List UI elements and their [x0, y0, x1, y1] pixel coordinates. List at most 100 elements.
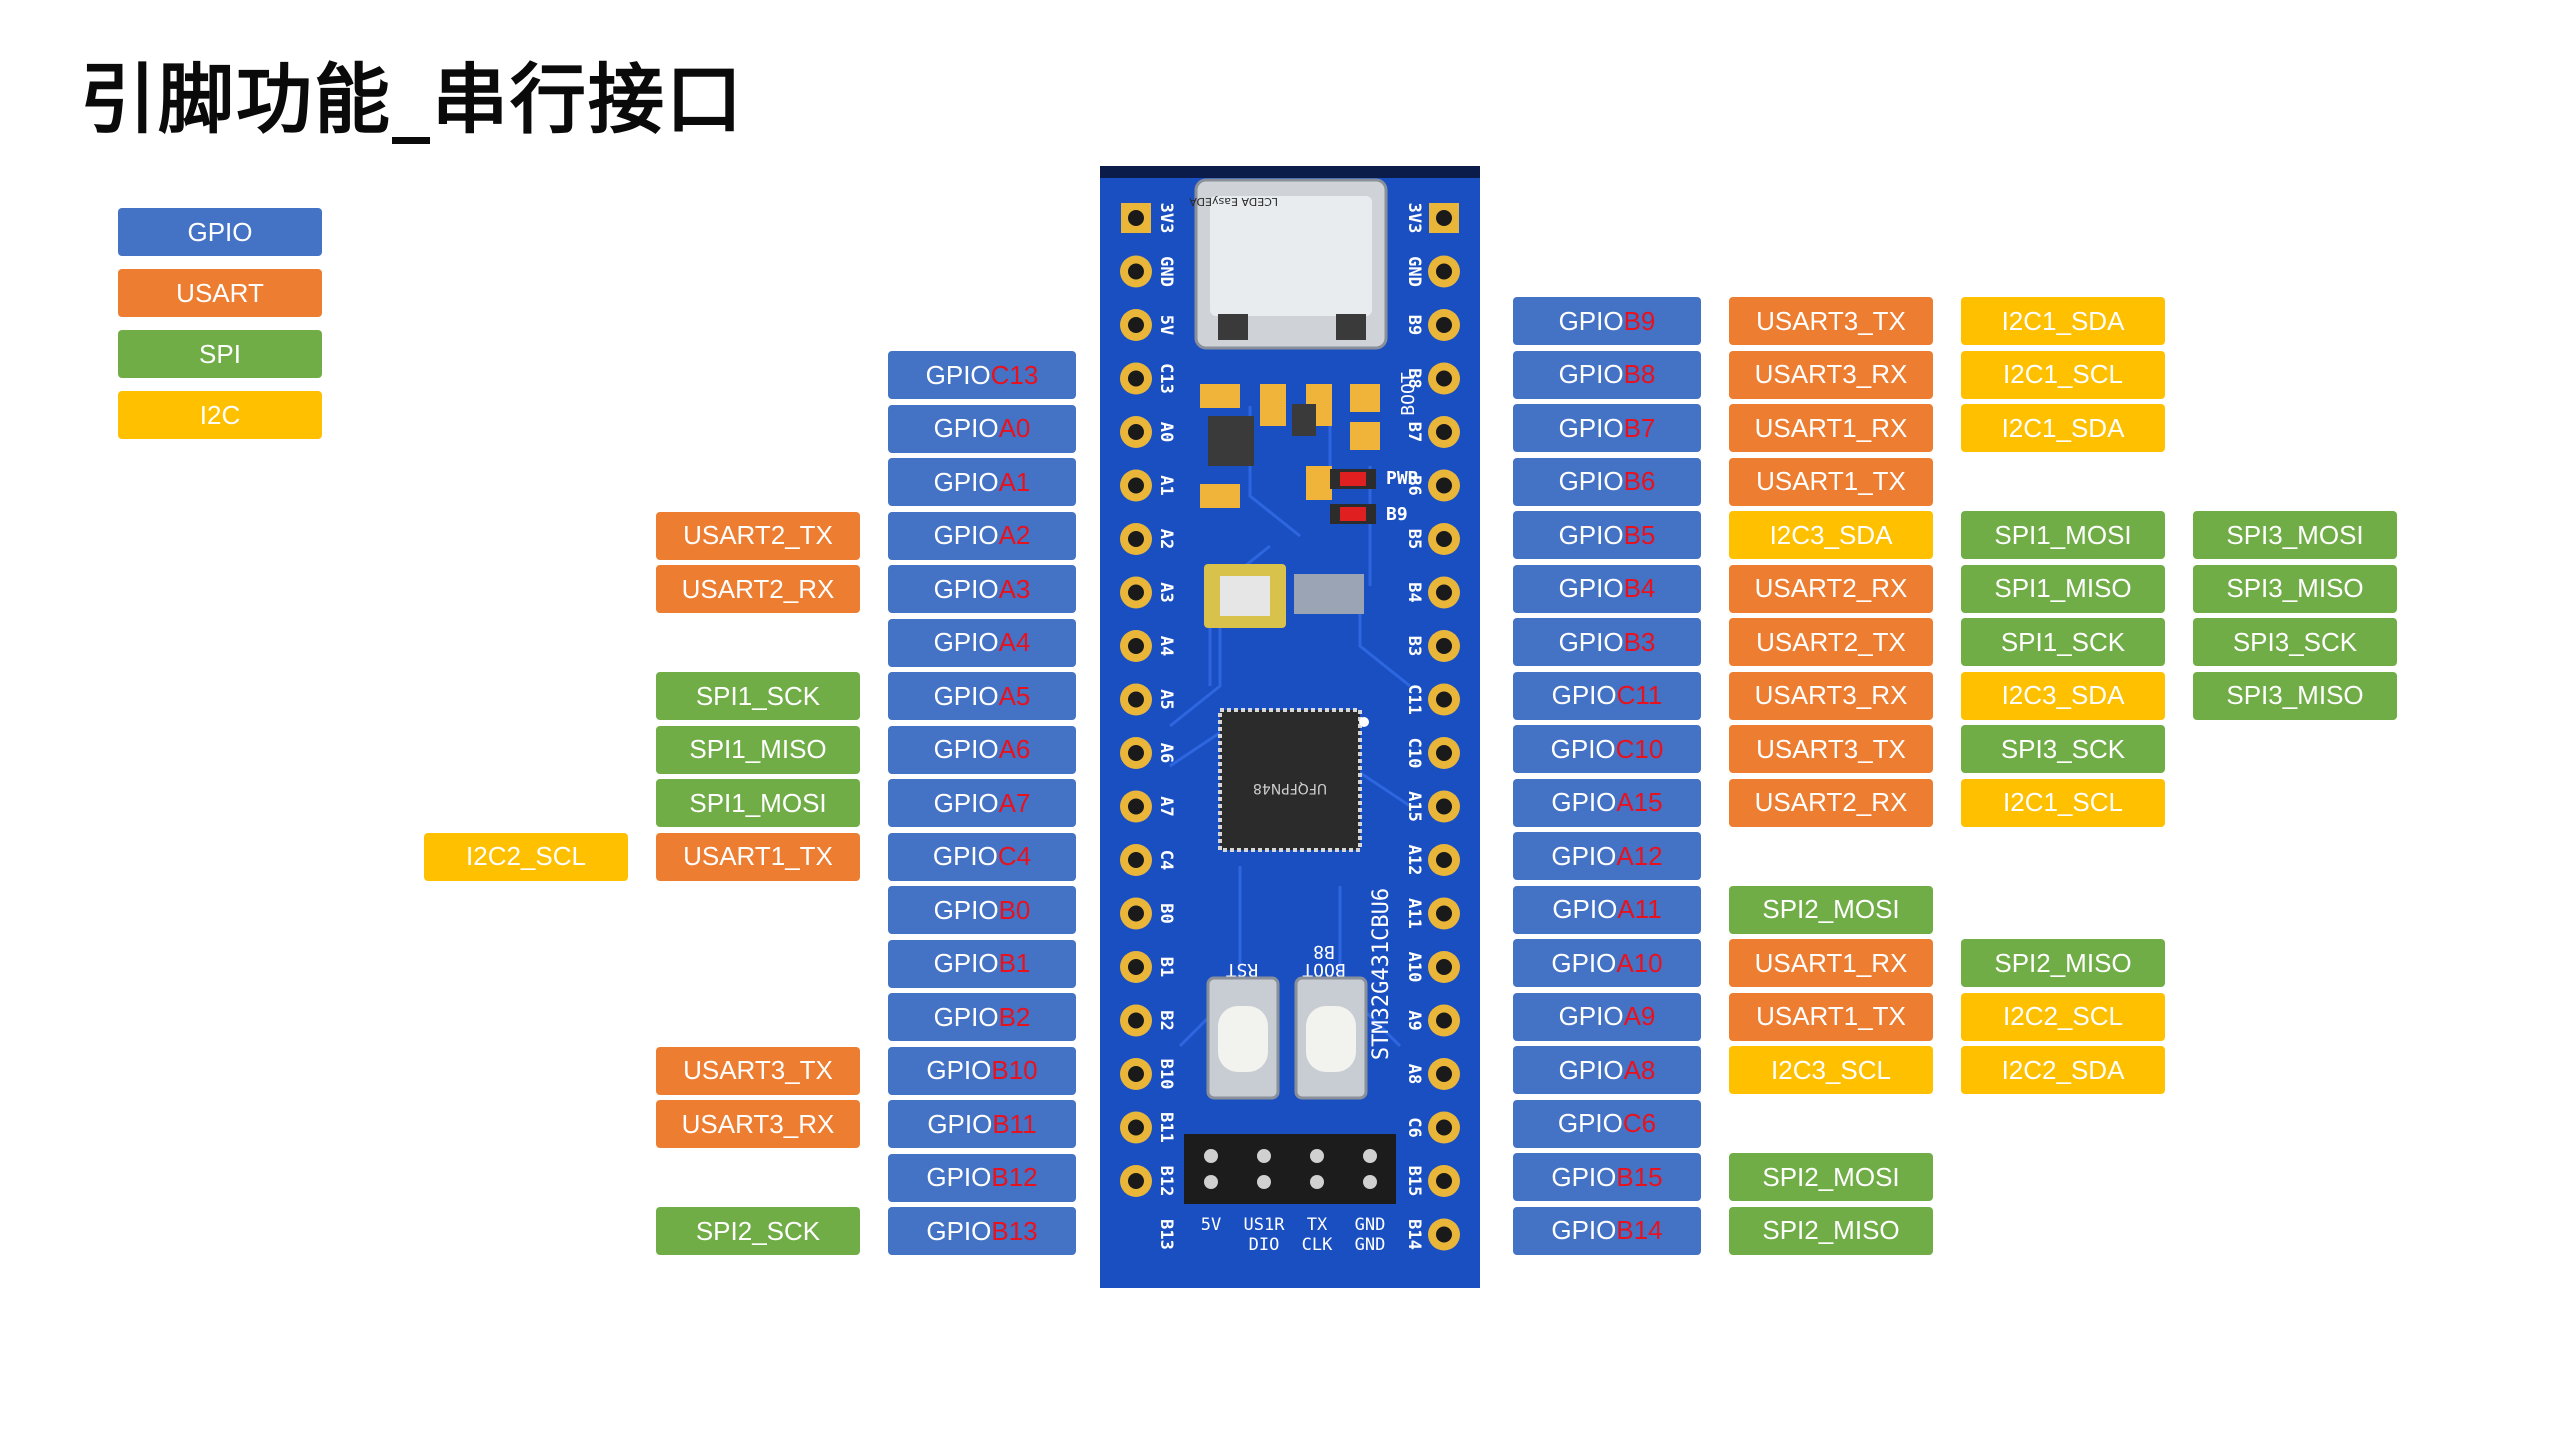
swd-header [1184, 1134, 1396, 1204]
func-label-i2c2-scl: I2C2_SCL [424, 832, 628, 881]
pin-name: A3 [998, 573, 1031, 604]
silk-left-a7: A7 [1156, 796, 1176, 816]
pin-name: B4 [1623, 573, 1656, 603]
rst-button[interactable] [1206, 976, 1280, 1100]
pin-name: A2 [998, 520, 1031, 550]
gpio-prefix: GPIO [926, 1215, 992, 1246]
pad-hole [1128, 852, 1144, 868]
gpio-prefix: GPIO [1551, 947, 1617, 978]
pin-name: A9 [1623, 1001, 1656, 1031]
silk-left-b13: B13 [1156, 1219, 1176, 1250]
gpio-prefix: GPIO [933, 1001, 999, 1032]
gpio-prefix: GPIO [1558, 573, 1624, 603]
silk-right-a9: A9 [1404, 1010, 1424, 1030]
gpio-prefix: GPIO [933, 520, 999, 550]
func-label-usart1-rx: USART1_RX [1729, 404, 1933, 452]
pwr-led [1340, 472, 1366, 486]
pin-name: B0 [998, 894, 1031, 925]
func-label-spi2-sck: SPI2_SCK [656, 1207, 860, 1255]
gpio-prefix: GPIO [1552, 894, 1618, 924]
silk-right-b3: B3 [1404, 636, 1424, 656]
pad-hole [1128, 370, 1144, 387]
pin-name: B12 [991, 1162, 1038, 1192]
legend-i2c: I2C [118, 391, 322, 439]
pad-hole [1436, 531, 1452, 547]
gpio-prefix: GPIO [1558, 1054, 1624, 1085]
pad-hole [1436, 905, 1452, 922]
pad-hole [1128, 477, 1144, 494]
func-label-spi1-mosi: SPI1_MOSI [656, 779, 860, 827]
pin-name: B2 [998, 1001, 1031, 1032]
pcb-smd-parts [1200, 384, 1380, 508]
rst-label: RST [1226, 959, 1259, 980]
func-label-usart3-rx: USART3_RX [1729, 350, 1933, 399]
func-label-spi3-sck: SPI3_SCK [2193, 618, 2397, 666]
silk-right-b7: B7 [1404, 422, 1424, 442]
pad-hole [1436, 1173, 1452, 1189]
b9-led [1340, 507, 1366, 521]
pad-hole [1128, 745, 1144, 761]
gpio-prefix: GPIO [1558, 466, 1624, 496]
silk-left-a1: A1 [1156, 475, 1176, 495]
boot-button[interactable] [1294, 976, 1368, 1100]
pad-hole [1128, 638, 1144, 654]
header-label-clk: CLK [1302, 1235, 1333, 1255]
pcb-edge [1100, 166, 1480, 178]
header-label-dio: DIO [1249, 1235, 1280, 1255]
legend-usart: USART [118, 269, 322, 317]
pin-name: B3 [1623, 626, 1656, 657]
pin-name: C13 [990, 359, 1039, 390]
logo-text: LCEDA EasyEDA [1189, 195, 1278, 208]
pad-hole [1436, 959, 1452, 975]
gpio-prefix: GPIO [1551, 680, 1617, 710]
gpio-prefix: GPIO [933, 627, 999, 657]
silk-left-b10: B10 [1156, 1059, 1176, 1090]
pad-hole [1128, 1173, 1144, 1189]
pad-hole [1128, 905, 1144, 922]
pad-hole [1436, 1226, 1452, 1243]
func-label-i2c2-scl: I2C2_SCL [1961, 992, 2165, 1041]
silk-right-gnd: GND [1404, 256, 1424, 287]
pad-hole [1436, 370, 1452, 387]
silk-left-a3: A3 [1156, 582, 1176, 602]
silk-left-a6: A6 [1156, 743, 1176, 763]
func-label-spi1-miso: SPI1_MISO [1961, 564, 2165, 613]
silk-left-b2: B2 [1156, 1010, 1176, 1030]
pad-hole [1436, 584, 1452, 601]
pad-hole [1436, 1066, 1452, 1082]
func-label-usart3-tx: USART3_TX [1729, 725, 1933, 773]
gpio-prefix: GPIO [1558, 412, 1624, 443]
silk-left-a5: A5 [1156, 689, 1176, 709]
page-title: 引脚功能_串行接口 [80, 55, 744, 144]
silk-left-3v3: 3V3 [1156, 203, 1176, 234]
silk-right-a12: A12 [1404, 845, 1424, 876]
gpio-prefix: GPIO [1551, 787, 1617, 817]
pad-hole [1128, 210, 1144, 226]
pin-name: B7 [1623, 412, 1656, 443]
gpio-prefix: GPIO [1558, 519, 1624, 550]
pad-hole [1436, 745, 1452, 761]
pin-name: B1 [998, 948, 1031, 978]
pin-name: C6 [1622, 1108, 1657, 1138]
mcu-name: STM32G431CBU6 [1369, 888, 1394, 1060]
silk-right-c10: C10 [1404, 738, 1424, 769]
